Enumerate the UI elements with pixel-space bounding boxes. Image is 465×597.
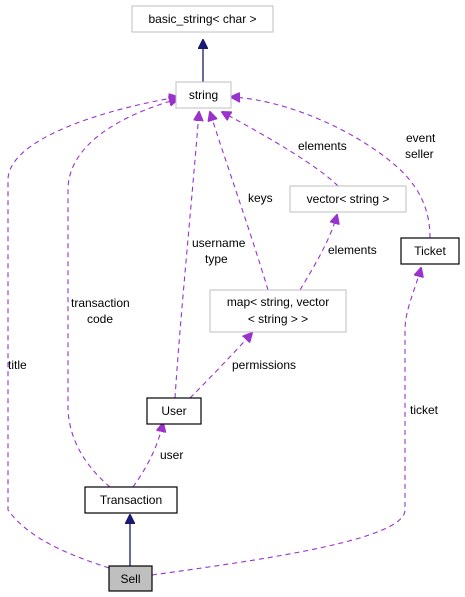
node-sell-label: Sell [120,572,140,586]
node-vector[interactable]: vector< string > [289,185,407,213]
node-user-label: User [161,404,186,418]
node-basic-string[interactable]: basic_string< char > [131,5,274,33]
edge-ticket-string [231,97,431,239]
node-sell[interactable]: Sell [108,565,153,592]
label-user: user [160,448,183,462]
node-transaction-label: Transaction [100,493,162,507]
label-keys: keys [248,191,273,205]
label-elements-vector: elements [298,139,347,153]
node-transaction[interactable]: Transaction [84,486,178,514]
label-transaction: transaction [71,296,130,310]
label-code: code [87,312,113,326]
node-vector-label: vector< string > [307,192,390,206]
edge-map-vector [299,215,337,291]
label-event: event [406,131,436,145]
edge-sell-ticket [151,268,421,576]
label-type: type [205,252,228,266]
label-ticket: ticket [410,403,439,417]
label-username: username [192,236,246,250]
node-ticket[interactable]: Ticket [400,237,460,265]
node-ticket-label: Ticket [414,244,446,258]
node-map-label-line2: < string > > [248,312,308,326]
edge-transaction-string [67,99,178,488]
edge-transaction-user [132,423,163,488]
label-title: title [8,358,27,372]
node-user[interactable]: User [146,397,202,425]
label-elements-map: elements [328,243,377,257]
node-string[interactable]: string [175,81,232,109]
label-permissions: permissions [232,358,296,372]
node-string-label: string [189,88,218,102]
edge-vector-string [222,112,339,187]
node-basic-string-label: basic_string< char > [148,12,256,26]
label-seller: seller [405,147,434,161]
node-map-label-line1: map< string, vector [227,295,329,309]
node-map[interactable]: map< string, vector < string > > [209,289,347,333]
edge-sell-string [7,97,178,569]
edge-user-string [174,112,199,399]
